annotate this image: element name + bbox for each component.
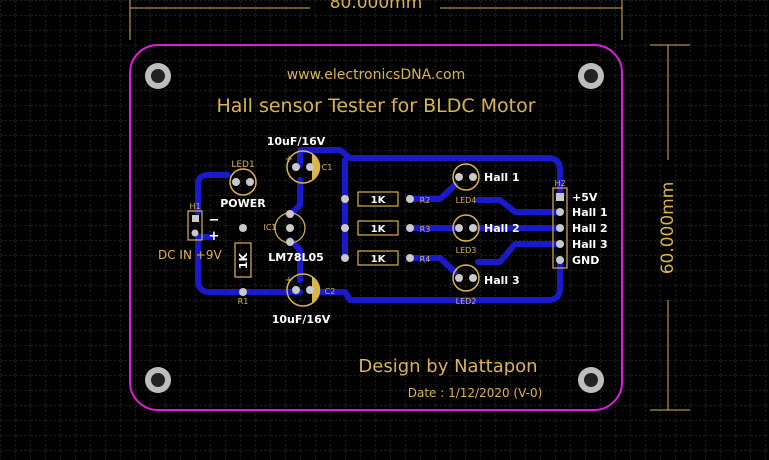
led3-label: Hall 2 [484,222,520,235]
led4 [452,163,480,191]
r4-value: 1K [371,254,387,265]
r3-value: 1K [371,224,387,235]
r1-ref: R1 [238,297,249,306]
h1-plus: + [209,229,220,244]
date-label: Date : 1/12/2020 (V-0) [408,386,543,400]
led4-ref: LED4 [456,196,477,205]
r4-ref: R4 [420,255,431,264]
c1-polarity: + [285,154,293,165]
copper-traces [195,147,563,303]
dc-in-label: DC IN +9V [158,248,222,262]
ic1-ref: IC1 [263,223,276,232]
c2-capacitor [286,273,321,307]
h2-pin-5v: +5V [572,191,598,204]
mounting-holes [145,63,604,393]
r4-resistor [341,250,414,266]
c2-value: 10uF/16V [272,313,331,326]
designer-label: Design by Nattapon [358,356,537,377]
h2-ref: H2 [554,179,565,188]
h2-pin-hall3: Hall 3 [572,238,608,251]
led4-label: Hall 1 [484,171,520,184]
r2-resistor [341,191,414,207]
h2-pin-hall1: Hall 1 [572,206,608,219]
led2-ref: LED2 [456,297,477,306]
c2-ref: C2 [325,287,336,296]
led2 [452,264,480,292]
board-title: Hall sensor Tester for BLDC Motor [216,95,535,117]
h2-pin-hall2: Hall 2 [572,222,608,235]
led1-ref: LED1 [231,160,254,170]
h1-ref: H1 [189,202,200,211]
width-dimension [129,0,623,40]
board-outline [129,44,623,411]
ic1-regulator [274,210,306,246]
r2-ref: R2 [420,196,431,205]
c1-ref: C1 [322,163,333,172]
h1-minus: − [209,213,220,228]
led2-label: Hall 3 [484,274,520,287]
height-dimension-label: 60.000mm [658,182,678,275]
led1 [229,168,257,196]
h2-connector [552,187,568,269]
r1-resistor [234,224,252,296]
c2-polarity: + [285,275,293,286]
width-dimension-label: 80.000mm [330,0,423,13]
r2-value: 1K [371,195,387,206]
ic1-part: LM78L05 [268,251,324,264]
h1-header [187,210,203,241]
led3 [452,214,480,242]
c1-value: 10uF/16V [267,135,326,148]
h2-pin-gnd: GND [572,254,599,267]
r3-resistor [341,220,414,236]
c1-capacitor [286,150,321,184]
height-dimension [650,44,690,411]
website-label: www.electronicsDNA.com [287,67,466,83]
r1-value: 1K [237,252,250,269]
led3-ref: LED3 [456,246,477,255]
power-label: POWER [220,197,266,210]
r3-ref: R3 [420,225,431,234]
